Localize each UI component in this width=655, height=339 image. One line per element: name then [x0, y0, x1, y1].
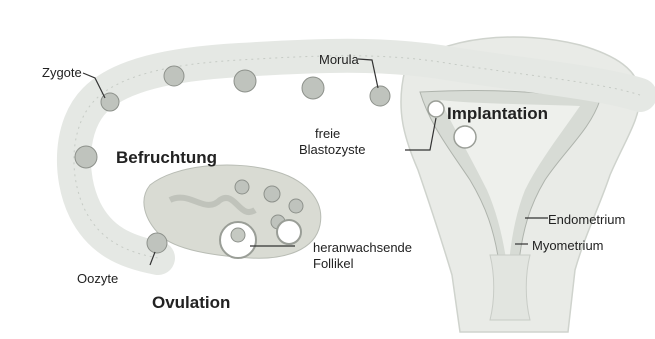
- label-growing-follicles-line2: Follikel: [313, 256, 353, 271]
- label-zygote: Zygote: [42, 65, 82, 80]
- cell-stage-3: [234, 70, 256, 92]
- free-blastocyst: [428, 101, 444, 117]
- cell-stage-4: [302, 77, 324, 99]
- label-implantation: Implantation: [447, 104, 548, 123]
- label-growing-follicles-line1: heranwachsende: [313, 240, 412, 255]
- implanting-blastocyst: [454, 126, 476, 148]
- label-oocyte: Oozyte: [77, 271, 118, 286]
- morula-cell: [370, 86, 390, 106]
- label-morula: Morula: [319, 52, 359, 67]
- label-ovulation: Ovulation: [152, 293, 230, 312]
- cell-stage-2: [164, 66, 184, 86]
- label-fertilization: Befruchtung: [116, 148, 217, 167]
- oocyte-cell: [147, 233, 167, 253]
- follicle-medium: [277, 220, 301, 244]
- fertilized-cell: [75, 146, 97, 168]
- label-endometrium: Endometrium: [548, 212, 625, 227]
- label-free-blastocyst-line2: Blastozyste: [299, 142, 365, 157]
- label-myometrium: Myometrium: [532, 238, 604, 253]
- cervix: [490, 255, 530, 320]
- label-free-blastocyst-line1: freie: [315, 126, 340, 141]
